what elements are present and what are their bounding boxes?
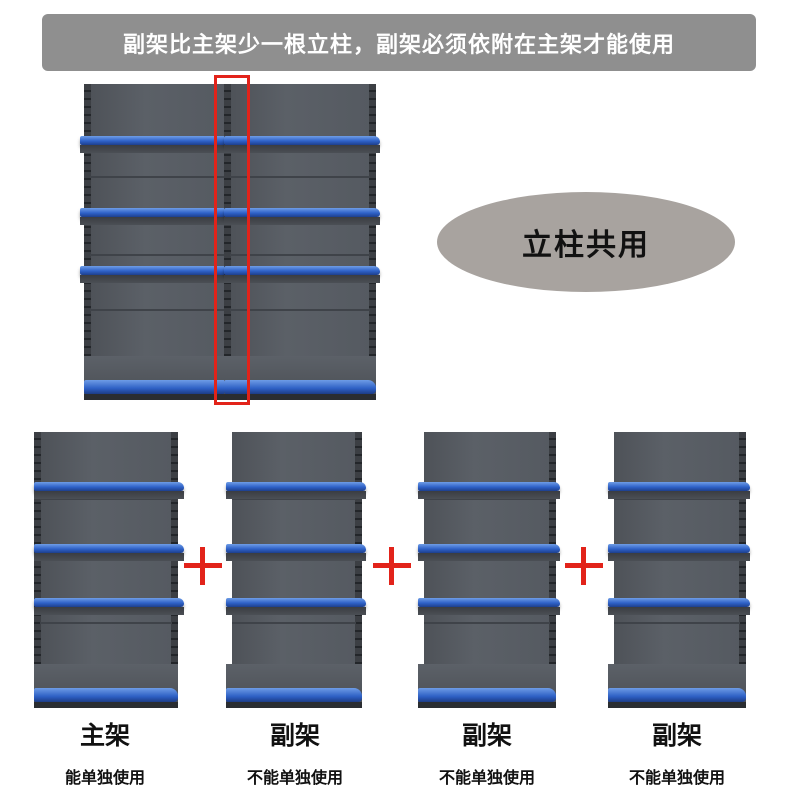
- combined-shelf-right: [224, 84, 380, 400]
- plus-icon: [565, 547, 603, 585]
- sub-shelf-1: [226, 432, 366, 708]
- unit-title-main: 主架: [79, 721, 130, 750]
- unit-note-main: 能单独使用: [64, 768, 145, 787]
- sub-shelf-2: [418, 432, 560, 708]
- unit-title-sub-3: 副架: [651, 721, 702, 750]
- shared-post-highlight: [214, 75, 250, 405]
- shared-post-callout: 立柱共用: [437, 192, 735, 292]
- unit-note-sub-3: 不能单独使用: [628, 768, 725, 787]
- plus-icon: [184, 547, 222, 585]
- unit-title-sub-1: 副架: [269, 721, 320, 750]
- banner-text: 副架比主架少一根立柱，副架必须依附在主架才能使用: [122, 32, 675, 58]
- top-banner: 副架比主架少一根立柱，副架必须依附在主架才能使用: [42, 14, 756, 71]
- main-shelf: [34, 432, 184, 708]
- combined-shelf-left: [80, 84, 234, 400]
- callout-text: 立柱共用: [522, 228, 650, 263]
- sub-shelf-3: [608, 432, 750, 708]
- plus-icon: [373, 547, 411, 585]
- unit-note-sub-1: 不能单独使用: [246, 768, 343, 787]
- unit-note-sub-2: 不能单独使用: [438, 768, 535, 787]
- unit-title-sub-2: 副架: [461, 721, 512, 750]
